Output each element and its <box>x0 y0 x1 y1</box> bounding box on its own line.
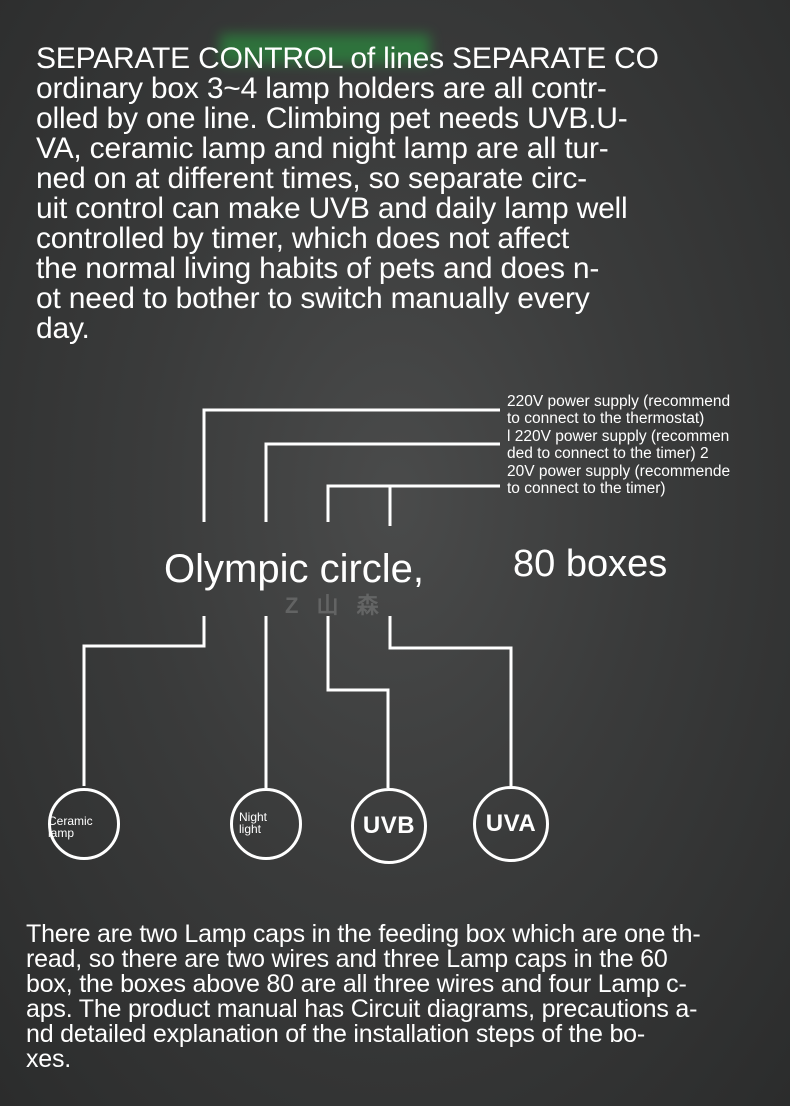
night-light-socket: Night light <box>230 788 302 860</box>
uva-lamp-socket: UVA <box>473 786 549 862</box>
intro-paragraph: SEPARATE CONTROL of lines SEPARATE CO or… <box>36 44 659 344</box>
box-count: 80 boxes <box>513 543 668 585</box>
power-note-timer-1: l 220V power supply (recommen ded to con… <box>507 428 730 462</box>
uvb-lamp-label: UVB <box>362 812 416 839</box>
logo-watermark: Z 山 森 <box>285 593 385 618</box>
power-note-timer-2: 20V power supply (recommende to connect … <box>507 463 731 497</box>
uva-lamp-label: UVA <box>485 810 537 837</box>
wire-ceramic-lamp <box>82 616 206 786</box>
ceramic-lamp-socket: Ceramic lamp <box>48 788 120 860</box>
night-light-label: Night light <box>239 810 268 836</box>
power-note-thermostat: 220V power supply (recommend to connect … <box>507 393 731 427</box>
title-highlight <box>220 34 430 64</box>
wire-uvb <box>326 616 390 788</box>
uvb-lamp-socket: UVB <box>351 788 427 864</box>
wire-timer-supply-1 <box>264 442 500 522</box>
box-title: Olympic circle, <box>164 547 425 591</box>
ceramic-lamp-label: Ceramic lamp <box>48 814 93 840</box>
wire-uva <box>388 616 513 788</box>
wire-thermostat-supply <box>202 408 500 522</box>
wire-timer-supply-2 <box>326 484 500 522</box>
footer-paragraph: There are two Lamp caps in the feeding b… <box>26 922 701 1072</box>
